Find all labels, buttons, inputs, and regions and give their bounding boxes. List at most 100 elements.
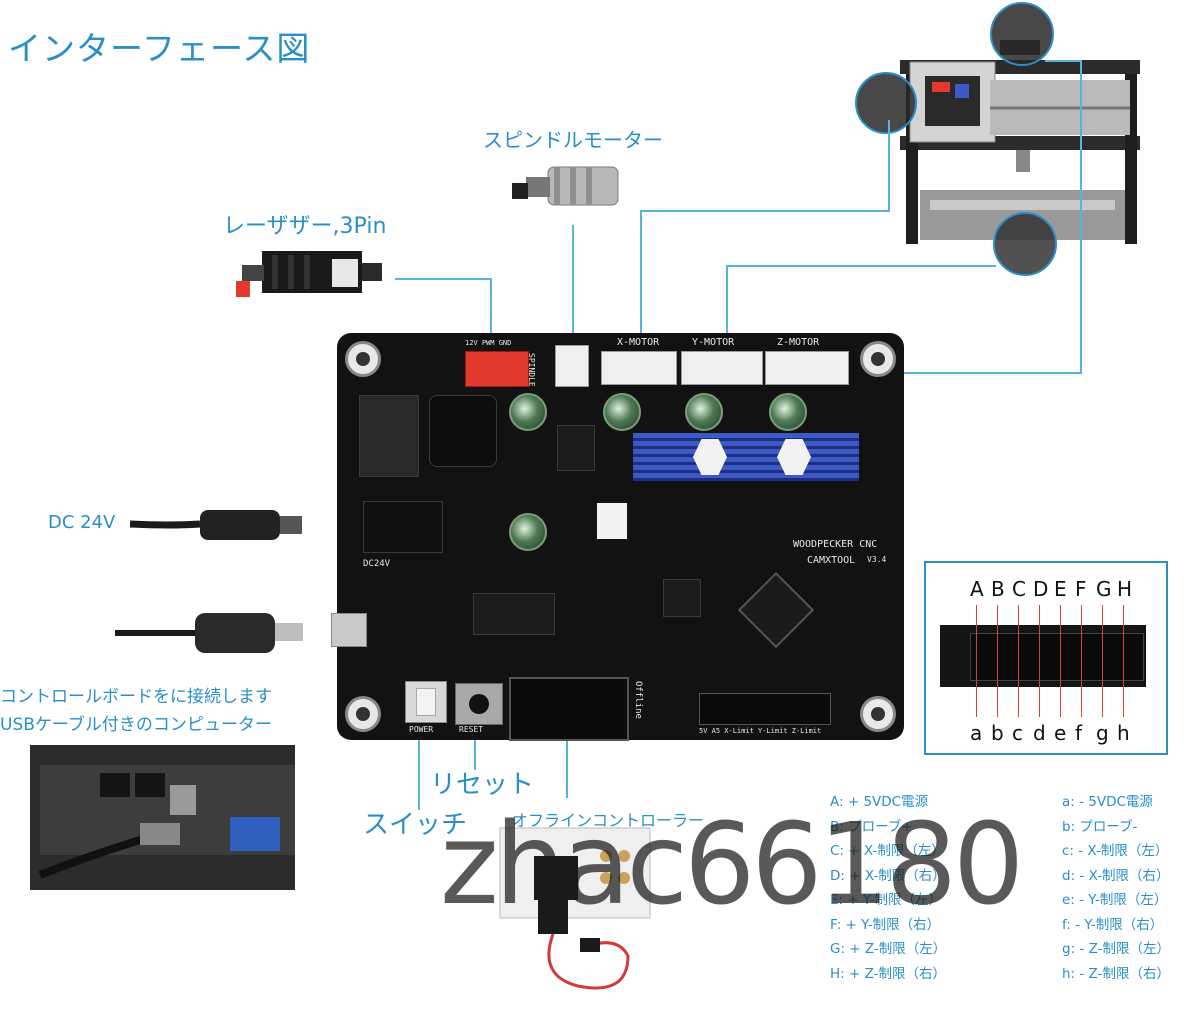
- pin-letter-bottom: f: [1075, 721, 1083, 745]
- reset-board-label: RESET: [459, 725, 484, 734]
- switch-label: スイッチ: [363, 810, 468, 840]
- reset-button[interactable]: [455, 683, 503, 725]
- legend-item: a: - 5VDC電源: [1062, 794, 1153, 810]
- pin-letter-bottom: g: [1096, 721, 1109, 745]
- pin-letter-top: E: [1054, 577, 1067, 601]
- page-title: インターフェース図: [8, 29, 311, 68]
- legend-item: b: プローブ-: [1062, 818, 1138, 835]
- z-motor-label: Z-MOTOR: [777, 337, 820, 348]
- pin-letter-bottom: b: [991, 721, 1004, 745]
- mcu-chip: [737, 571, 815, 649]
- legend-item: E: + Y-制限（左）: [830, 892, 942, 908]
- highlight-circle-bottom-motor: [993, 212, 1057, 276]
- laser-image: [232, 245, 392, 305]
- line-spindle-v: [572, 225, 574, 347]
- highlight-circle-top-motor: [990, 2, 1054, 66]
- y-motor-connector: [681, 351, 763, 385]
- line-y-motor-h: [726, 265, 996, 267]
- line-offline-v: [566, 740, 568, 798]
- legend-item: B: プローブ+: [830, 818, 913, 835]
- legend-item: D: + X-制限（右）: [830, 867, 946, 884]
- version-label: V3.4: [867, 555, 887, 564]
- pin-arrow: [997, 605, 998, 717]
- cnc-machine-image: [870, 10, 1160, 260]
- pwm-label: 12V PWM GND: [465, 339, 512, 347]
- pin-letter-top: H: [1117, 577, 1133, 601]
- power-board-label: POWER: [409, 725, 434, 734]
- capacitor: [603, 393, 641, 431]
- pin-letter-top: F: [1075, 577, 1087, 601]
- offline-controller-image: [498, 826, 658, 1011]
- spindle-motor-label: スピンドルモーター: [483, 128, 663, 152]
- capacitor: [509, 393, 547, 431]
- brand-label: WOODPECKER CNC: [793, 539, 878, 550]
- pin-letter-top: A: [970, 577, 984, 601]
- laptop-image: [30, 745, 295, 890]
- y-motor-label: Y-MOTOR: [692, 337, 735, 348]
- line-x-motor-h: [640, 210, 890, 212]
- laser-label: レーザザー,3Pin: [223, 214, 387, 239]
- fuse: [597, 503, 627, 539]
- z-motor-connector: [765, 351, 849, 385]
- highlight-circle-left-motor: [855, 72, 917, 134]
- heatsink-screw: [777, 439, 811, 475]
- power-switch[interactable]: [405, 681, 447, 723]
- dc-cable-image: [129, 498, 310, 548]
- mount-hole: [345, 341, 381, 377]
- limit-labels: 5V A5 X-Limit Y-Limit Z-Limit: [699, 727, 822, 735]
- offline-label: オフラインコントローラー: [512, 811, 705, 830]
- spindle-connector: [555, 345, 589, 387]
- legend-item: F: + Y-制限（右）: [830, 916, 941, 933]
- small-chip: [663, 579, 701, 617]
- limit-header[interactable]: [699, 693, 831, 725]
- x-motor-connector: [601, 351, 677, 385]
- regulator-chip: [359, 395, 419, 477]
- pin-arrow: [1081, 605, 1082, 717]
- capacitor: [509, 513, 547, 551]
- pin-arrow: [1123, 605, 1124, 717]
- pin-arrow: [1060, 605, 1061, 717]
- dc-label: DC 24V: [48, 512, 116, 533]
- mount-hole: [345, 696, 381, 732]
- dc-jack: [363, 501, 443, 553]
- legend-item: f: - Y-制限（右）: [1062, 916, 1164, 933]
- pin-letter-bottom: c: [1012, 721, 1023, 745]
- legend-item: A: + 5VDC電源: [830, 794, 929, 810]
- mount-hole: [860, 341, 896, 377]
- mount-hole: [860, 696, 896, 732]
- pin-letter-bottom: e: [1054, 721, 1067, 745]
- offline-header[interactable]: [509, 677, 629, 741]
- pin-arrow: [1039, 605, 1040, 717]
- line-switch-v: [418, 740, 420, 810]
- control-board: 12V PWM GND SPINDLE X-MOTOR Y-MOTOR Z-MO…: [331, 333, 904, 741]
- capacitor: [685, 393, 723, 431]
- usb-chip: [473, 593, 555, 635]
- usb-label-line1: コントロールボードをに接続します: [0, 687, 272, 707]
- line-laser-v: [490, 278, 492, 348]
- pin-letter-top: G: [1096, 577, 1112, 601]
- watermark: zhac66180: [440, 800, 1024, 930]
- heatsink-screw: [693, 439, 727, 475]
- line-laser-h: [395, 278, 492, 280]
- line-x-motor-v2: [888, 120, 890, 212]
- pin-letter-bottom: d: [1033, 721, 1046, 745]
- pin-arrow: [1102, 605, 1103, 717]
- model-label: CAMXTOOL: [807, 555, 856, 566]
- pin-header-image: [940, 625, 1146, 687]
- usb-label-line2: USBケーブル付きのコンピューター: [0, 715, 272, 735]
- line-x-motor-v: [640, 210, 642, 380]
- line-z-motor-v: [1080, 60, 1082, 374]
- usb-port[interactable]: [331, 613, 367, 647]
- heatsink: [633, 433, 859, 481]
- pin-letter-bottom: h: [1117, 721, 1130, 745]
- spindle-motor-image: [510, 155, 630, 225]
- legend-item: c: - X-制限（左）: [1062, 843, 1169, 859]
- pin-letter-bottom: a: [970, 721, 983, 745]
- legend-item: C: + X-制限（左）: [830, 843, 945, 859]
- line-reset-v: [474, 740, 476, 770]
- legend-item: h: - Z-制限（右）: [1062, 965, 1170, 982]
- legend-item: e: - Y-制限（左）: [1062, 892, 1168, 908]
- pin-letter-top: C: [1012, 577, 1026, 601]
- laser-connector: [465, 351, 529, 387]
